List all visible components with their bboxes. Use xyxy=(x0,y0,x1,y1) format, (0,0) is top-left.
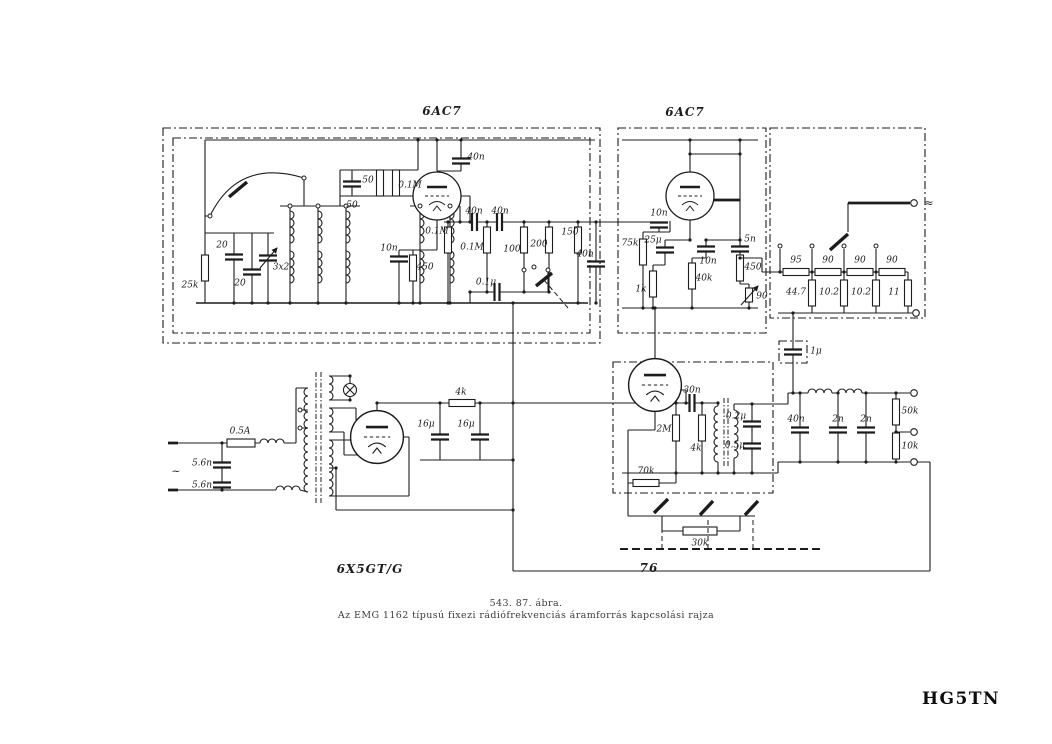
figure-number: 543. 87. ábra. xyxy=(489,598,563,609)
component-value-label: 90 xyxy=(886,255,898,266)
component-value-label: 40n xyxy=(467,152,485,163)
tube-label-6x5gt: 6X5GT/G xyxy=(336,562,404,576)
component-value-label: 4k xyxy=(690,443,702,454)
component-value-label: 20 xyxy=(234,278,246,289)
component-value-label: 50 xyxy=(362,175,374,186)
component-value-label: 40n xyxy=(787,414,805,425)
component-value-label: 0.1M xyxy=(460,242,484,253)
component-value-label: 25k xyxy=(181,280,199,291)
component-value-label: 30k xyxy=(691,538,709,549)
component-value-label: 44.7 xyxy=(785,287,807,298)
component-value-label: 0.1M xyxy=(398,180,422,191)
tube-6ac7-2 xyxy=(664,170,716,222)
component-value-label: 20 xyxy=(216,240,228,251)
tube-6x5gt xyxy=(349,409,405,465)
component-value-label: 30n xyxy=(683,385,701,396)
component-value-label: 10k xyxy=(901,441,919,452)
component-value-label: 5.6n xyxy=(191,458,213,469)
component-value-label: 40k xyxy=(695,273,713,284)
component-value-label: 90 xyxy=(854,255,866,266)
tube-76 xyxy=(627,357,683,413)
component-value-label: 10n xyxy=(650,208,668,219)
attenuator-section xyxy=(740,199,920,317)
component-value-label: 5.6n xyxy=(191,480,213,491)
section-boxes xyxy=(162,127,926,494)
figure-caption: Az EMG 1162 típusú fixezi rádiófrekvenci… xyxy=(337,610,715,621)
ac-mains-symbol: ~ xyxy=(171,464,181,478)
component-value-label: 16μ xyxy=(457,419,475,430)
oscillator-section xyxy=(196,139,650,309)
amplifier-section xyxy=(622,139,759,359)
figure-caption-block: 543. 87. ábra. Az EMG 1162 típusú fixezi… xyxy=(0,597,1052,622)
junction-dots xyxy=(220,138,898,512)
component-value-label: 16μ xyxy=(417,419,435,430)
component-value-label: 0.5A xyxy=(229,426,251,437)
component-value-label: 2n xyxy=(860,414,872,425)
component-value-label: 75k xyxy=(621,238,639,249)
component-value-label: 0.1μ xyxy=(475,277,497,288)
component-value-label: 10n xyxy=(699,256,717,267)
component-value-label: 4k xyxy=(455,387,467,398)
component-value-label: 40n xyxy=(465,206,483,217)
component-value-label: 150 xyxy=(561,227,579,238)
component-value-label: 1k xyxy=(635,284,647,295)
component-value-label: 100 xyxy=(503,244,521,255)
component-value-label: 450 xyxy=(416,262,434,273)
component-value-label: 2M xyxy=(656,424,672,435)
pilot-lamp xyxy=(342,382,358,398)
watermark-callsign: HG5TN xyxy=(921,689,1001,709)
output-stage-section xyxy=(376,313,820,550)
component-value-label: 0.2μ xyxy=(725,411,747,422)
rf-output-symbol: ≈ xyxy=(924,196,934,210)
component-value-label: 40n xyxy=(576,249,594,260)
tube-label-6ac7-2: 6AC7 xyxy=(665,105,705,119)
component-value-label: 90 xyxy=(756,291,768,302)
component-value-label: 50 xyxy=(346,200,358,211)
component-value-label: 450 xyxy=(744,262,762,273)
tube-6ac7-1 xyxy=(411,170,463,222)
tube-label-76: 76 xyxy=(639,561,659,575)
component-value-label: 90 xyxy=(822,255,834,266)
component-value-label: 0.1M xyxy=(425,226,449,237)
component-value-label: 10n xyxy=(380,243,398,254)
component-value-label: 10.2 xyxy=(850,287,872,298)
component-value-label: 3x2 xyxy=(272,262,290,273)
tube-label-6ac7-1: 6AC7 xyxy=(422,104,462,118)
component-value-label: 95 xyxy=(790,255,802,266)
component-value-label: 25μ xyxy=(644,235,662,246)
component-value-label: 2n xyxy=(832,414,844,425)
component-value-label: 1μ xyxy=(810,346,822,357)
component-value-label: 5n xyxy=(744,234,756,245)
component-value-label: 200 xyxy=(530,239,548,250)
component-value-label: 0.5μ xyxy=(724,440,746,451)
component-value-label: 40n xyxy=(491,206,509,217)
component-value-label: 11 xyxy=(888,287,900,298)
component-value-label: 70k xyxy=(637,466,655,477)
component-value-label: 10.2 xyxy=(818,287,840,298)
component-value-label: 50k xyxy=(901,406,919,417)
power-supply-section xyxy=(168,372,513,511)
